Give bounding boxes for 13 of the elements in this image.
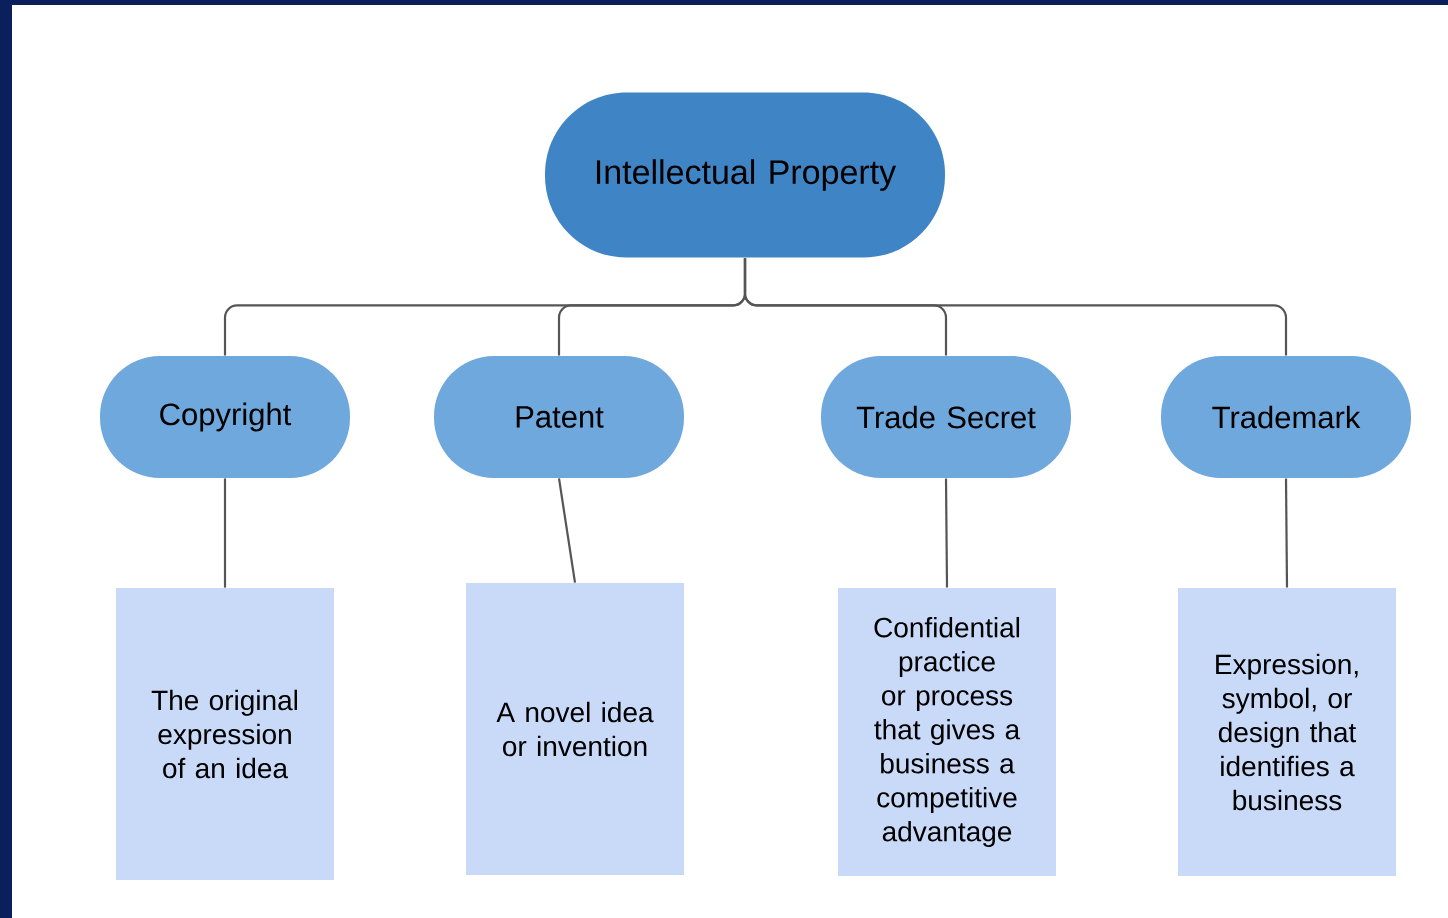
description-box: Expression, symbol, or design that identifies a business bbox=[1178, 588, 1396, 876]
connector-line bbox=[557, 478, 577, 583]
description-box: The original expression of an idea bbox=[116, 588, 334, 880]
category-pill: Patent bbox=[434, 356, 684, 478]
connector-line bbox=[944, 478, 949, 588]
description-box: A novel idea or invention bbox=[466, 583, 684, 875]
category-pill: Copyright bbox=[100, 356, 350, 478]
category-pill: Trade Secret bbox=[821, 356, 1071, 478]
connector-line bbox=[1284, 478, 1289, 588]
connector-line bbox=[223, 478, 227, 588]
connector-line bbox=[743, 257, 1288, 356]
category-pill: Trademark bbox=[1161, 356, 1411, 478]
description-box: Confidential practice or process that gives a business a competitive advantage bbox=[838, 588, 1056, 876]
